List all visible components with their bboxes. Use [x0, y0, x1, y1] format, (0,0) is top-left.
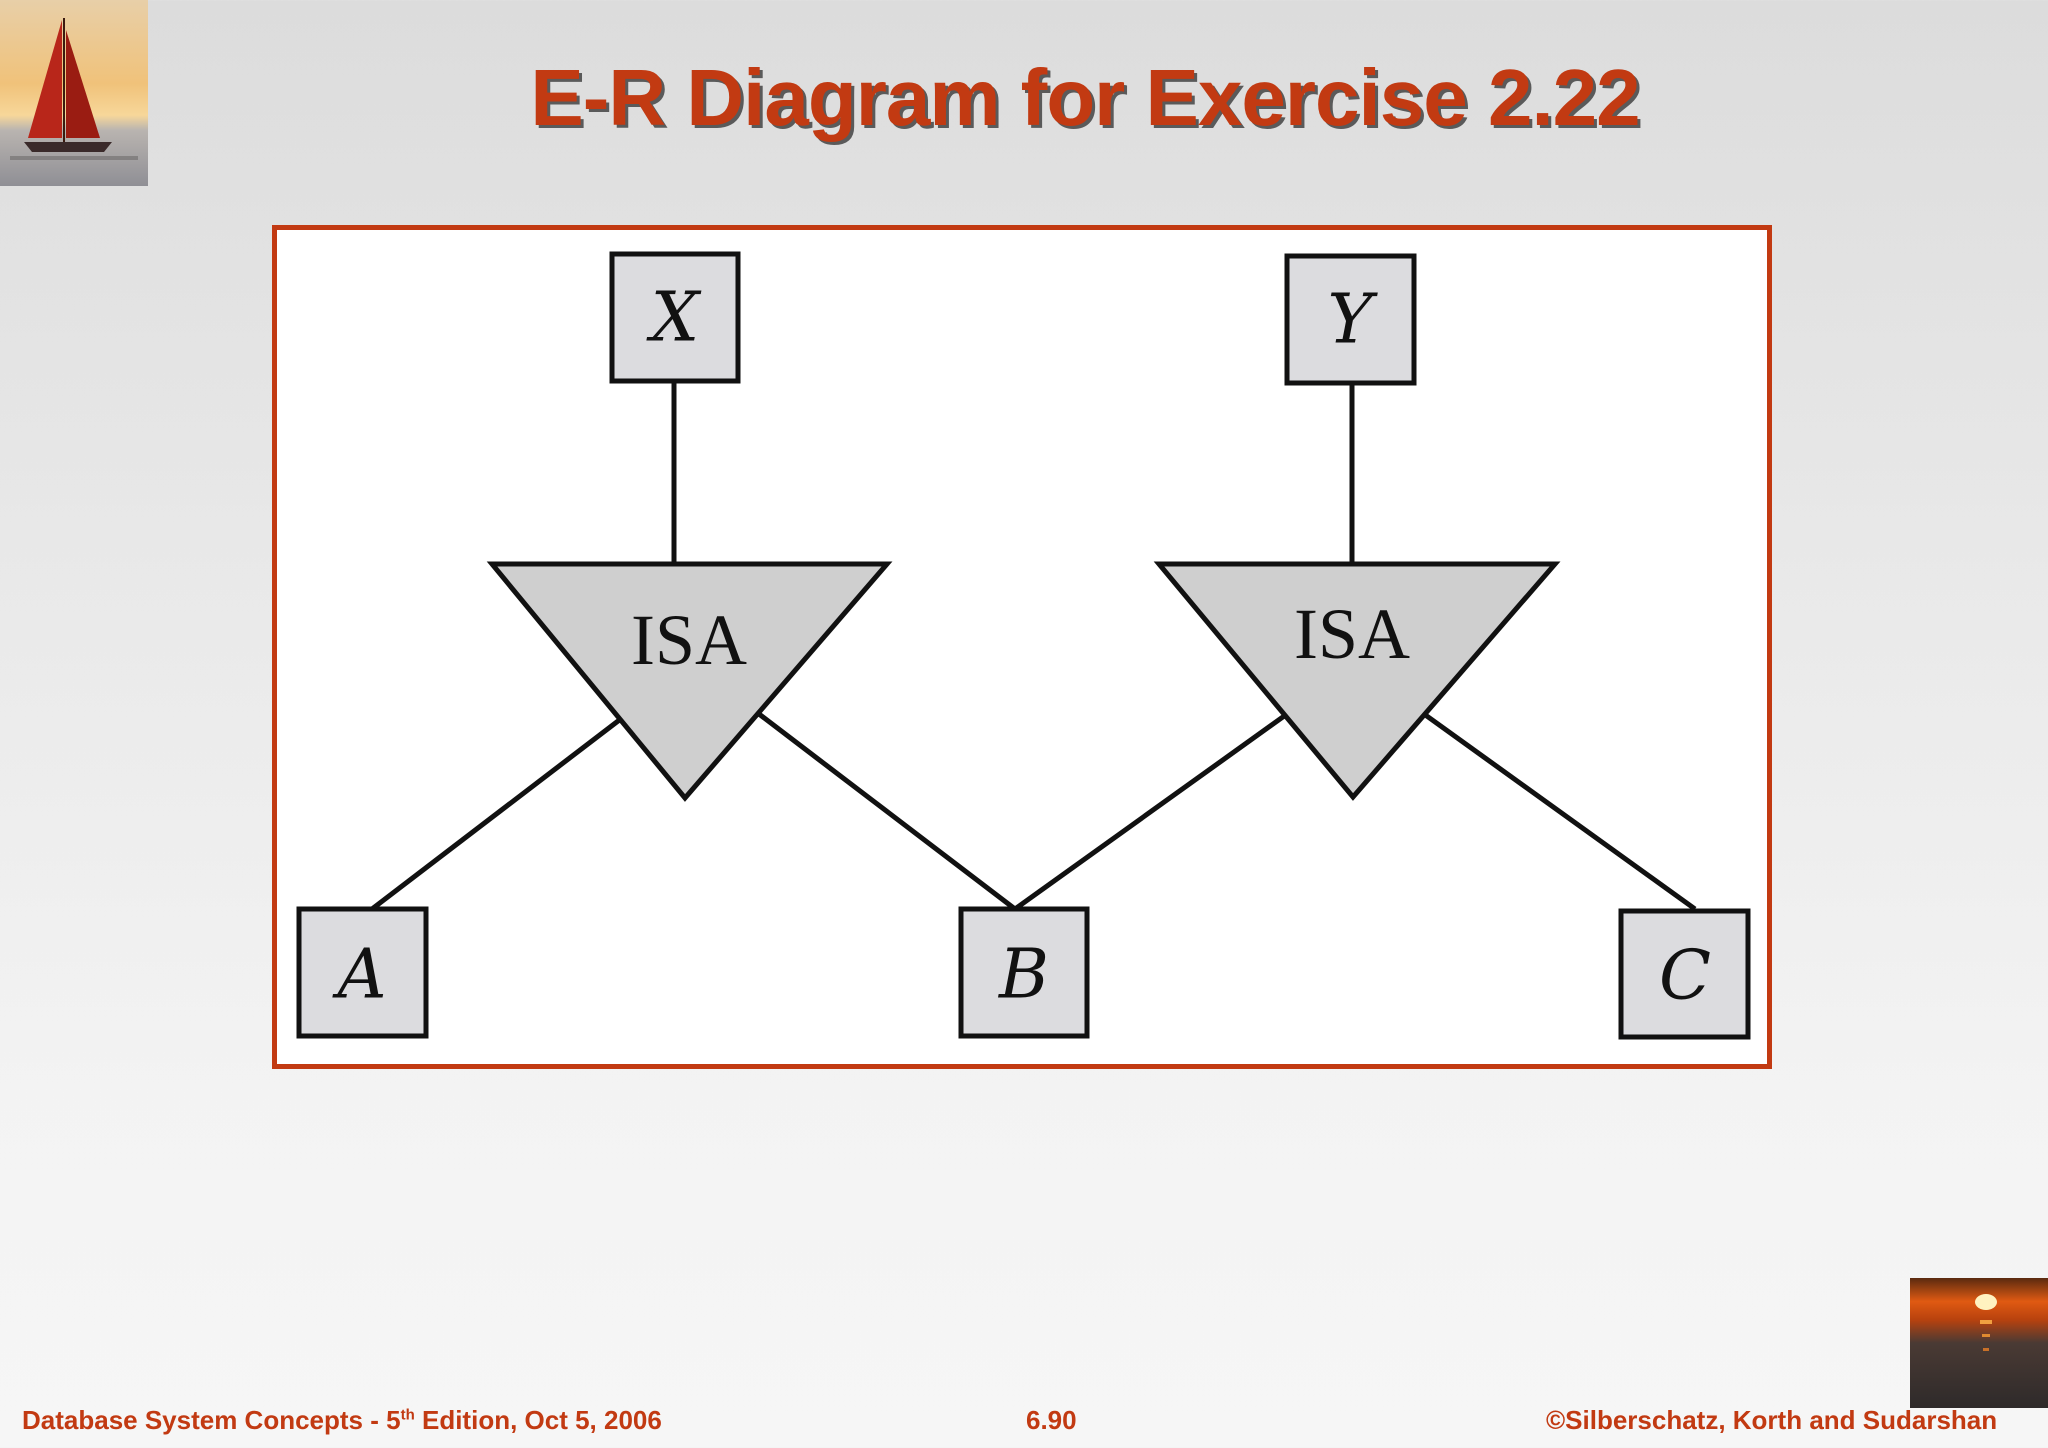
footer-copyright: ©Silberschatz, Korth and Sudarshan — [1546, 1405, 1998, 1435]
footer-book-title-prefix: Database System Concepts - 5 — [22, 1405, 401, 1435]
sunset-logo — [1910, 1278, 2048, 1408]
er-diagram-frame: ISA ISA X Y A B C — [272, 225, 1772, 1069]
line-isa-left-a — [370, 716, 624, 911]
footer-book-title-sup: th — [400, 1406, 415, 1424]
entity-a-box — [296, 906, 429, 1039]
isa-right-triangle — [1153, 561, 1561, 801]
isa-right-label: ISA — [1294, 594, 1410, 674]
footer-book-title-suffix: Edition, Oct 5, 2006 — [414, 1405, 662, 1435]
er-diagram: ISA ISA X Y A B C — [296, 251, 1751, 1040]
entity-c-label: C — [1659, 937, 1711, 1016]
entity-b-label: B — [997, 936, 1049, 1015]
footer-slide-number: 6.90 — [1026, 1405, 1077, 1435]
line-isa-right-c — [1422, 711, 1697, 912]
entity-c-box — [1618, 908, 1751, 1040]
sailboat-logo — [0, 0, 148, 186]
entity-x-label: X — [646, 279, 702, 358]
line-isa-right-b — [1013, 711, 1289, 912]
entity-a-label: A — [331, 936, 386, 1015]
entity-b-box — [958, 906, 1090, 1039]
entity-y-label: Y — [1328, 281, 1379, 360]
line-isa-left-b — [757, 712, 1017, 911]
footer-book-title: Database System Concepts - 5th Edition, … — [22, 1405, 662, 1436]
entity-x-box — [609, 251, 741, 384]
slide-title: E-R Diagram for Exercise 2.22 — [530, 53, 1640, 142]
isa-left-label: ISA — [631, 600, 747, 680]
isa-left-triangle — [486, 561, 893, 802]
entity-y-box — [1284, 253, 1417, 386]
